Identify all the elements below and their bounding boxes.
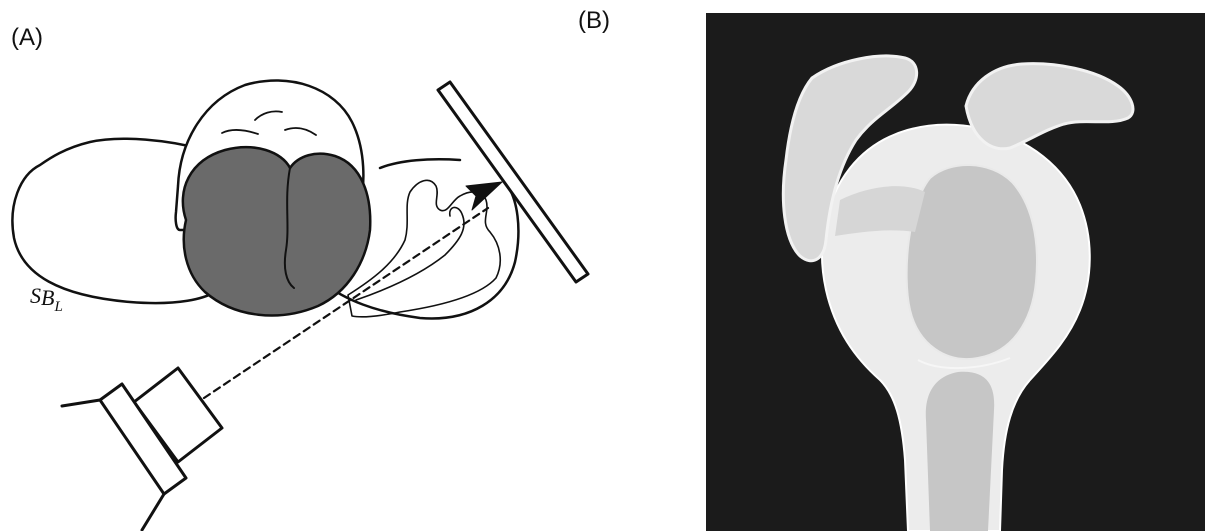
- sb-l-annotation: SBL: [30, 283, 63, 315]
- humeral-head-density: [907, 165, 1037, 359]
- beam-arrowhead: [466, 182, 502, 210]
- xray-tube: [62, 368, 222, 530]
- detector-cassette: [438, 82, 588, 282]
- tube-stand-lower: [142, 494, 164, 530]
- humerus-sketch: [356, 207, 464, 300]
- panel-a-diagram: SBL: [12, 80, 588, 530]
- head-dark-mass: [183, 147, 370, 315]
- medullary-canal: [926, 372, 994, 531]
- tube-stand-upper: [62, 400, 100, 406]
- panel-b-radiograph: [706, 13, 1205, 531]
